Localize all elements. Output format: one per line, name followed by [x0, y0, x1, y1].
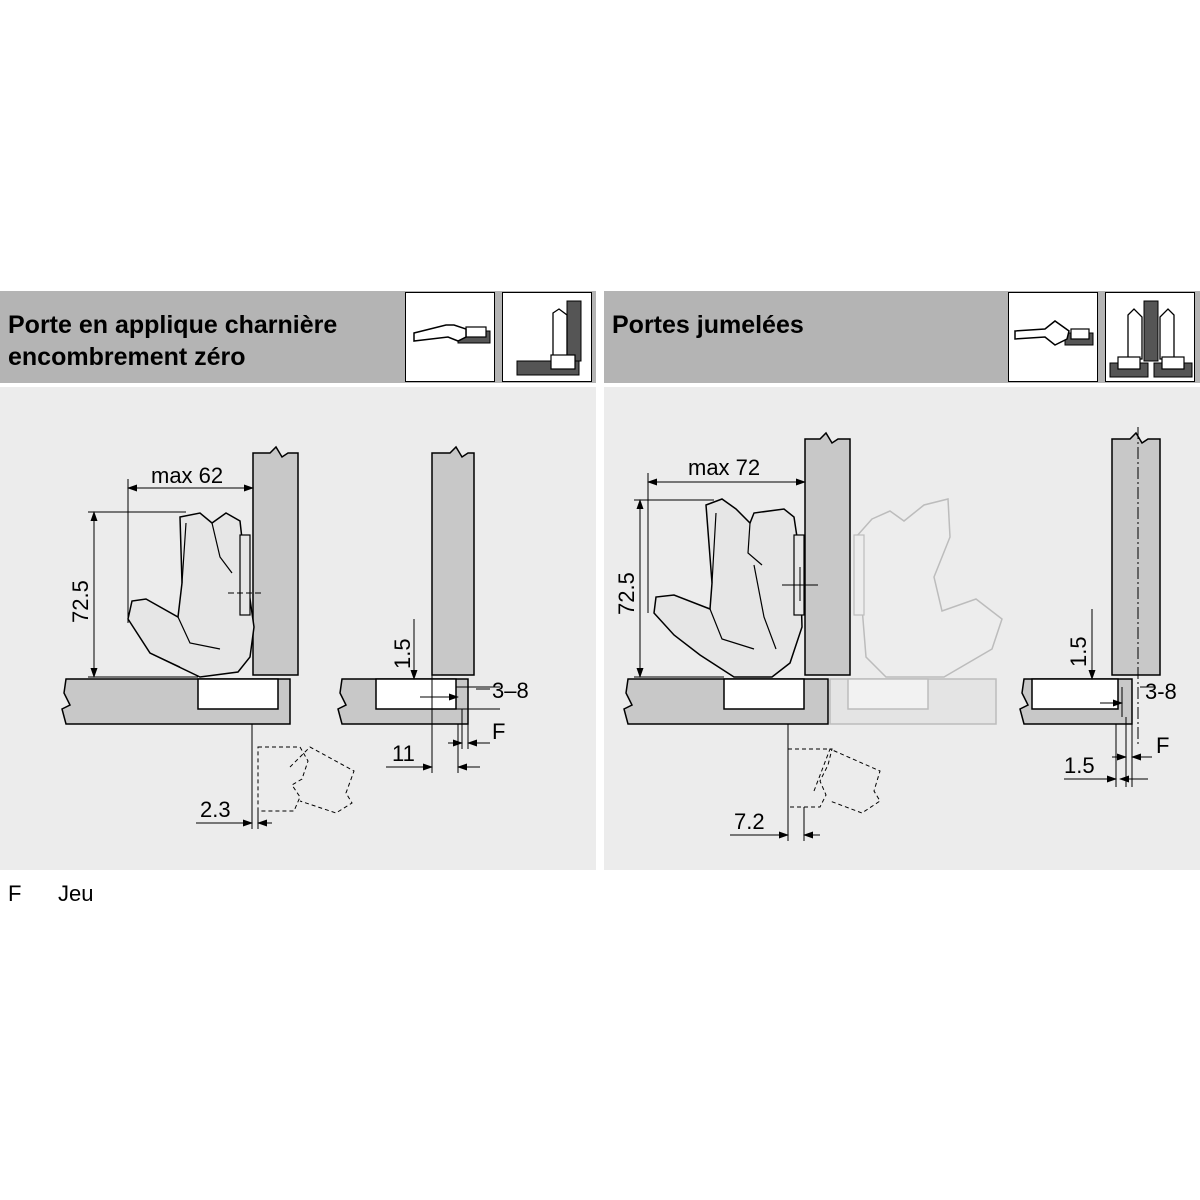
hinge-drawing-left: max 62 72.5 2.3 1.5 3–8 F — [61, 445, 529, 829]
title-line-1: Porte en applique charnière — [8, 311, 338, 339]
ghost-twin-hinge — [829, 498, 1003, 725]
diagram-overlay-hinge: max 62 72.5 2.3 1.5 3–8 F — [0, 387, 596, 870]
hinge-arm-cranked-icon — [1014, 320, 1094, 346]
center-side-panel — [804, 431, 851, 676]
legend-key: F — [8, 881, 22, 906]
mounting-type-icon — [502, 292, 592, 382]
hinge-body — [653, 498, 803, 678]
dim-max-width: max 62 — [151, 463, 223, 488]
dim-side-gap: 1.5 — [390, 638, 415, 669]
hinge-type-icon — [405, 292, 495, 382]
hinge-drawing-right: max 72 72.5 7.2 1.5 3-8 F — [614, 427, 1177, 841]
dim-gap-range: 3-8 — [1145, 679, 1177, 704]
hinge-cup — [197, 678, 279, 710]
hinge-type-icon — [1008, 292, 1098, 382]
dim-depth: 11 — [392, 741, 415, 766]
twin-door-icon — [1109, 300, 1193, 378]
hinge-cup — [723, 678, 805, 710]
title-line-2: encombrement zéro — [8, 343, 246, 371]
dim-bottom-gap: 1.5 — [1064, 753, 1095, 778]
legend-value: Jeu — [58, 881, 94, 906]
dim-height: 72.5 — [614, 572, 639, 615]
dim-gap-range: 3–8 — [492, 678, 529, 703]
title-twin-doors: Portes jumelées — [612, 309, 804, 341]
detail-hinge-cup — [375, 678, 457, 710]
cabinet-side-panel — [252, 445, 299, 676]
overlay-door-icon — [516, 300, 582, 376]
detail-side-panel — [431, 445, 475, 676]
mounting-type-icon — [1105, 292, 1195, 382]
detail-center-panel — [1111, 431, 1161, 676]
title-overlay-hinge: Porte en applique charnière encombrement… — [8, 309, 337, 373]
hinge-arm-icon — [413, 324, 491, 344]
dim-offset: 7.2 — [734, 809, 765, 834]
title-line-1: Portes jumelées — [612, 311, 804, 339]
dim-offset: 2.3 — [200, 797, 231, 822]
dim-side-gap: 1.5 — [1066, 636, 1091, 667]
header-twin-doors: Portes jumelées — [604, 291, 1200, 383]
dim-gap-label: F — [1156, 733, 1169, 758]
diagram-twin-doors: max 72 72.5 7.2 1.5 3-8 F — [604, 387, 1200, 870]
header-overlay-hinge: Porte en applique charnière encombrement… — [0, 291, 596, 383]
hinge-body — [127, 512, 255, 678]
dim-height: 72.5 — [68, 580, 93, 623]
detail-hinge-cup — [1031, 678, 1119, 710]
dim-max-width: max 72 — [688, 455, 760, 480]
dim-gap-label: F — [492, 719, 505, 744]
